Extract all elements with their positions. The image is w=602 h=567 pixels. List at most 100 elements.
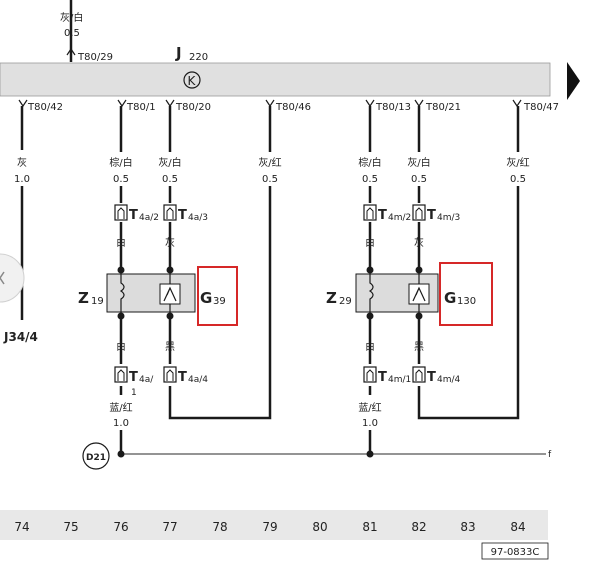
- conn-4m4-main: T: [427, 370, 436, 385]
- conn-4m3-main: T: [427, 208, 436, 223]
- top-wire: 灰/白 0.5 T80/29: [60, 0, 113, 63]
- ground-end-label: f: [548, 450, 552, 460]
- ground-left-size: 1.0: [113, 418, 129, 429]
- conn-4m2-sub: 4m/2: [388, 213, 411, 223]
- label-g39-sub: 39: [213, 296, 226, 307]
- chevron-left-icon: [0, 271, 5, 285]
- bus-id-main: J: [175, 44, 182, 62]
- pin-t80-46: T80/46: [275, 102, 311, 113]
- pin-t80-21: T80/21: [425, 102, 461, 113]
- conn-4m2-main: T: [378, 208, 387, 223]
- connector-icon: [412, 366, 426, 383]
- bottom-connectors: T 4a/ 1 T 4a/4 T 4m/1 T 4m/4: [114, 366, 461, 398]
- connector-icon: [163, 366, 177, 383]
- bus-id-sub: 220: [189, 52, 208, 63]
- label-z29-sub: 29: [339, 296, 352, 307]
- wire-lines: [20, 106, 520, 454]
- prev-page-button[interactable]: [0, 253, 25, 303]
- junction-dots: [117, 266, 423, 320]
- ref-j34-4: J34/4: [3, 330, 38, 344]
- component-z19-g39: Z 19 G 39: [78, 266, 238, 326]
- connector-icon: [363, 366, 377, 383]
- conn-4m4-sub: 4m/4: [437, 375, 461, 385]
- control-unit-bar: J 220 K: [0, 44, 580, 100]
- mid-wire-c: 白: [365, 236, 375, 249]
- connector-icon: [163, 204, 177, 221]
- figure-code-label: 97-0833C: [491, 547, 540, 558]
- top-wire-size: 0.5: [64, 28, 80, 39]
- pin-t80-47: T80/47: [523, 102, 559, 113]
- wire-47-color: 灰/红: [506, 156, 529, 169]
- ground-left-color: 蓝/红: [109, 401, 132, 414]
- pin-t80-20: T80/20: [175, 102, 211, 113]
- ground-line: D21 f: [82, 442, 552, 470]
- highlight-g130: [439, 262, 493, 326]
- top-connectors: T 4a/2 T 4a/3 T 4m/2 T 4m/3: [114, 204, 460, 223]
- wire-42-size: 1.0: [14, 174, 30, 185]
- wire-21-size: 0.5: [411, 174, 427, 185]
- wire-42-color: 灰: [17, 156, 27, 169]
- wire-1-color: 棕/白: [109, 156, 132, 169]
- conn-4m1-main: T: [378, 370, 387, 385]
- wire-13-size: 0.5: [362, 174, 378, 185]
- column-number: 78: [212, 520, 227, 534]
- mid-wire-a: 白: [116, 236, 126, 249]
- label-z19-sub: 19: [91, 296, 104, 307]
- figure-code: 97-0833C: [481, 542, 549, 560]
- conn-4a3-main: T: [178, 208, 187, 223]
- wire-47-size: 0.5: [510, 174, 526, 185]
- pin-t80-13: T80/13: [375, 102, 411, 113]
- wire-21-color: 灰/白: [407, 156, 430, 169]
- highlight-g39: [197, 266, 238, 326]
- low-wire-c: 白: [365, 340, 375, 353]
- mid-wire-labels: 白 灰 白 灰: [116, 236, 424, 249]
- column-number: 83: [460, 520, 475, 534]
- pin-t80-42: T80/42: [27, 102, 63, 113]
- ground-point-icon: [82, 442, 110, 470]
- conn-4a1-extra: 1: [131, 388, 137, 398]
- wire-13-color: 棕/白: [358, 156, 381, 169]
- column-number: 77: [162, 520, 177, 534]
- conn-4a1-sub: 4a/: [139, 375, 154, 385]
- column-number: 76: [113, 520, 128, 534]
- continue-arrow-icon: [567, 62, 580, 100]
- column-number: 79: [262, 520, 277, 534]
- low-wire-labels: 白 黑 白 黑: [116, 340, 424, 353]
- conn-4m3-sub: 4m/3: [437, 213, 460, 223]
- mid-wire-d: 灰: [414, 236, 424, 249]
- label-z19-main: Z: [78, 289, 89, 307]
- connector-icon: [114, 204, 128, 221]
- pin-t80-1: T80/1: [126, 102, 156, 113]
- mid-wire-b: 灰: [165, 236, 175, 249]
- low-wire-a: 白: [116, 340, 126, 353]
- wire-20-color: 灰/白: [158, 156, 181, 169]
- label-g130-sub: 130: [457, 296, 476, 307]
- wire-1-size: 0.5: [113, 174, 129, 185]
- conn-4a1-main: T: [129, 370, 138, 385]
- wire-46-color: 灰/红: [258, 156, 281, 169]
- column-number: 74: [14, 520, 29, 534]
- heater-element-icon: [368, 274, 374, 312]
- label-z29-main: Z: [326, 289, 337, 307]
- wire-46-size: 0.5: [262, 174, 278, 185]
- conn-4m1-sub: 4m/1: [388, 375, 411, 385]
- column-band: 74 75 76 77 78 79 80 81 82 83 84: [0, 510, 548, 540]
- column-number: 75: [63, 520, 78, 534]
- conn-4a4-sub: 4a/4: [188, 375, 208, 385]
- conn-4a2-sub: 4a/2: [139, 213, 159, 223]
- pin-t80-29: T80/29: [77, 52, 113, 63]
- label-g39-main: G: [200, 289, 212, 307]
- ground-right-color: 蓝/红: [358, 401, 381, 414]
- column-number: 80: [312, 520, 327, 534]
- conn-4a2-main: T: [129, 208, 138, 223]
- connector-icon: [114, 366, 128, 383]
- low-wire-d: 黑: [414, 341, 424, 353]
- heater-element-icon: [119, 274, 125, 312]
- conn-4a3-sub: 4a/3: [188, 213, 208, 223]
- ground-point-label: D21: [86, 453, 106, 463]
- connector-icon: [363, 204, 377, 221]
- wire-20-size: 0.5: [162, 174, 178, 185]
- connector-icon: [412, 204, 426, 221]
- top-wire-color: 灰/白: [60, 11, 83, 24]
